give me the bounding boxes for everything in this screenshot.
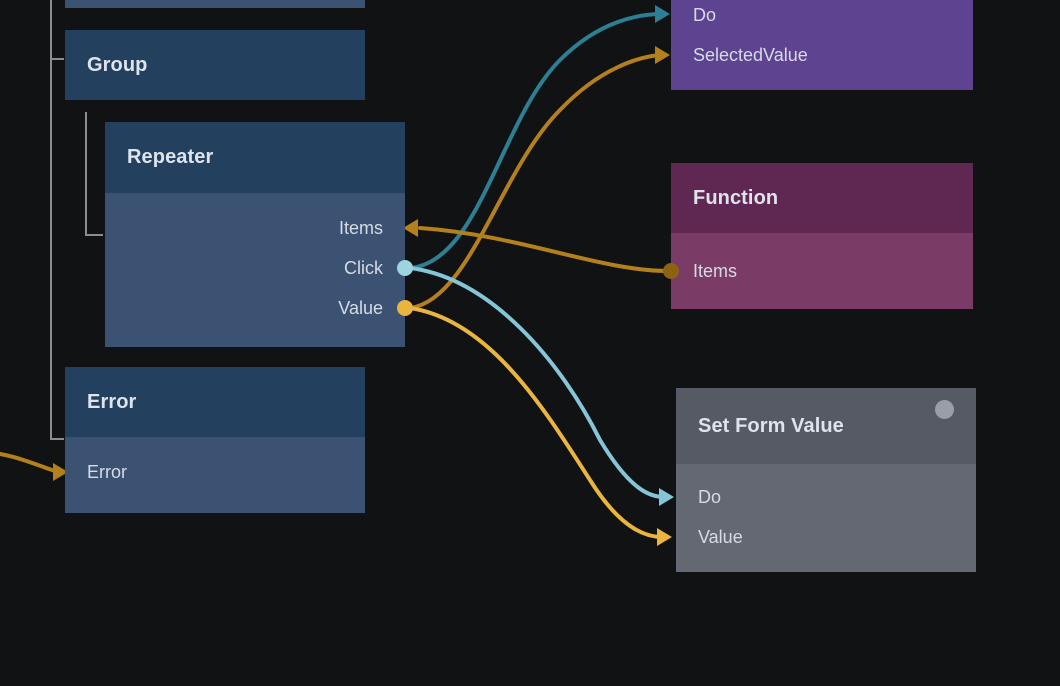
port-label: Value [698,527,743,547]
node-function-header[interactable]: Function [671,163,973,233]
node-set-form-value-port-do[interactable]: Do [698,486,721,508]
tree-branch-error [50,438,64,440]
node-error-port-error[interactable]: Error [87,461,127,483]
node-repeater-port-click[interactable]: Click [344,257,383,279]
edge-incoming-to-error[interactable] [0,451,68,481]
node-repeater-port-items[interactable]: Items [339,217,383,239]
node-function-port-items[interactable]: Items [693,260,737,282]
port-dot-click[interactable] [397,260,413,276]
node-repeater-header[interactable]: Repeater [105,122,405,193]
partial-node-top[interactable] [65,0,365,8]
edge-arrowhead [657,528,672,546]
tree-branch-repeater [85,234,103,236]
node-error-title: Error [87,390,137,413]
node-selected-value-port-do[interactable]: Do [693,4,716,26]
node-repeater-title: Repeater [127,146,214,168]
edge-click-to-do-dropdown[interactable] [408,5,670,270]
node-group-title: Group [87,53,148,76]
port-label: Do [693,5,717,25]
tree-branch-group [50,58,64,60]
port-label: Error [87,462,127,482]
edge-arrowhead [403,219,418,237]
port-dot-items[interactable] [663,263,679,279]
edge-arrowhead [659,488,674,506]
edge-value-to-selectedvalue[interactable] [408,46,670,310]
port-label: Items [338,218,383,238]
edge-click-to-do-setformvalue[interactable] [408,266,674,506]
tree-trunk-repeater [85,112,87,236]
port-label: Value [338,298,383,318]
port-label: Click [344,258,383,278]
node-set-form-value-title: Set Form Value [698,414,844,437]
port-label: SelectedValue [693,45,808,65]
edge-value-to-value-setformvalue[interactable] [408,306,672,546]
node-function-title: Function [693,186,779,209]
node-status-dot[interactable] [935,400,954,419]
node-set-form-value-port-value[interactable]: Value [698,526,743,548]
node-set-form-value-header[interactable]: Set Form Value [676,388,976,464]
edge-arrowhead [655,46,670,64]
edge-function-items-to-repeater-items[interactable] [403,219,670,273]
node-group-header[interactable]: Group [65,30,365,100]
node-repeater-port-value[interactable]: Value [338,297,383,319]
node-selected-value-port-selectedvalue[interactable]: SelectedValue [693,44,808,66]
port-label: Items [693,261,738,281]
node-group[interactable]: Group [65,30,365,100]
edge-arrowhead [655,5,670,23]
tree-trunk-main [50,0,52,440]
port-dot-value[interactable] [397,300,413,316]
port-label: Do [698,487,722,507]
node-error-header[interactable]: Error [65,367,365,437]
